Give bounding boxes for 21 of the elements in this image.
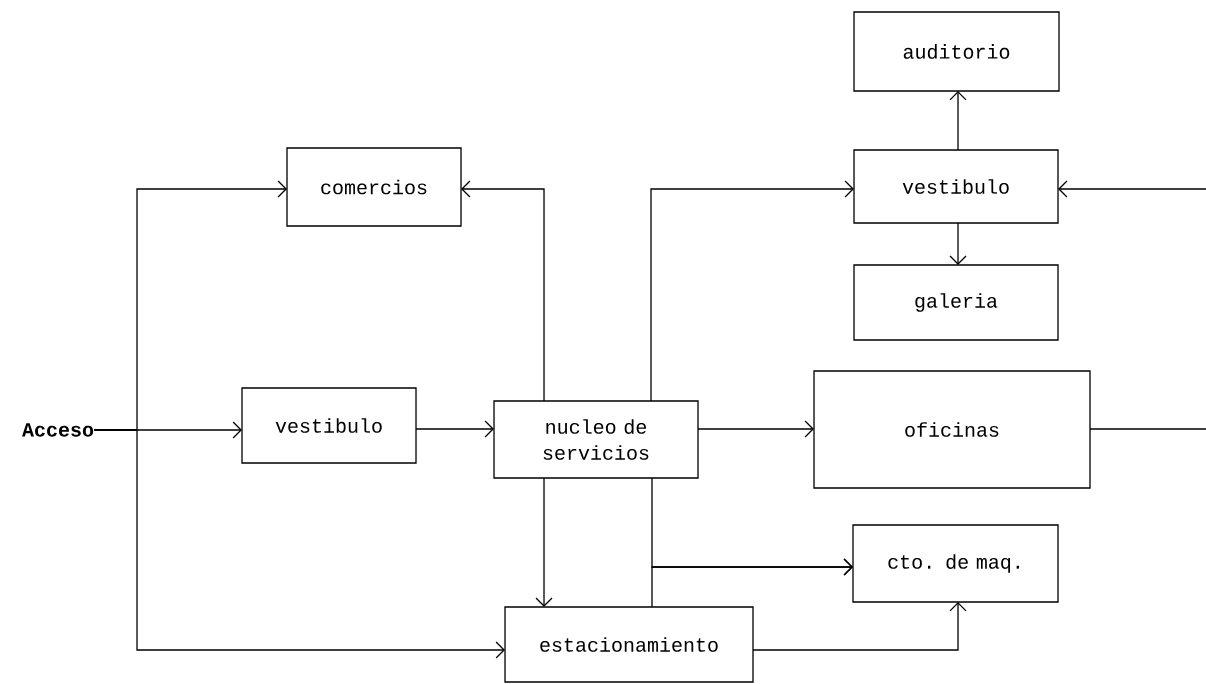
entrance-label: Acceso — [22, 423, 94, 437]
room-box: cto. de maq. — [852, 524, 1059, 603]
room-box: oficinas — [813, 370, 1091, 489]
room-box: galeria — [853, 264, 1059, 341]
room-box: nucleo de servicios — [493, 400, 699, 479]
room-box: estacionamiento — [504, 606, 754, 683]
arrow — [1058, 180, 1206, 430]
room-box: vestibulo — [241, 387, 417, 464]
arrow — [650, 180, 854, 402]
arrow — [535, 477, 553, 607]
room-box: auditorio — [853, 11, 1060, 92]
arrow — [93, 429, 505, 659]
arrow — [697, 420, 814, 438]
arrow — [415, 420, 494, 438]
room-box: comercios — [286, 147, 462, 227]
room-box: vestibulo — [853, 149, 1059, 224]
arrow — [949, 222, 967, 265]
arrow — [752, 602, 967, 651]
arrow — [461, 180, 545, 402]
arrow — [949, 91, 967, 151]
arrow — [651, 558, 853, 608]
